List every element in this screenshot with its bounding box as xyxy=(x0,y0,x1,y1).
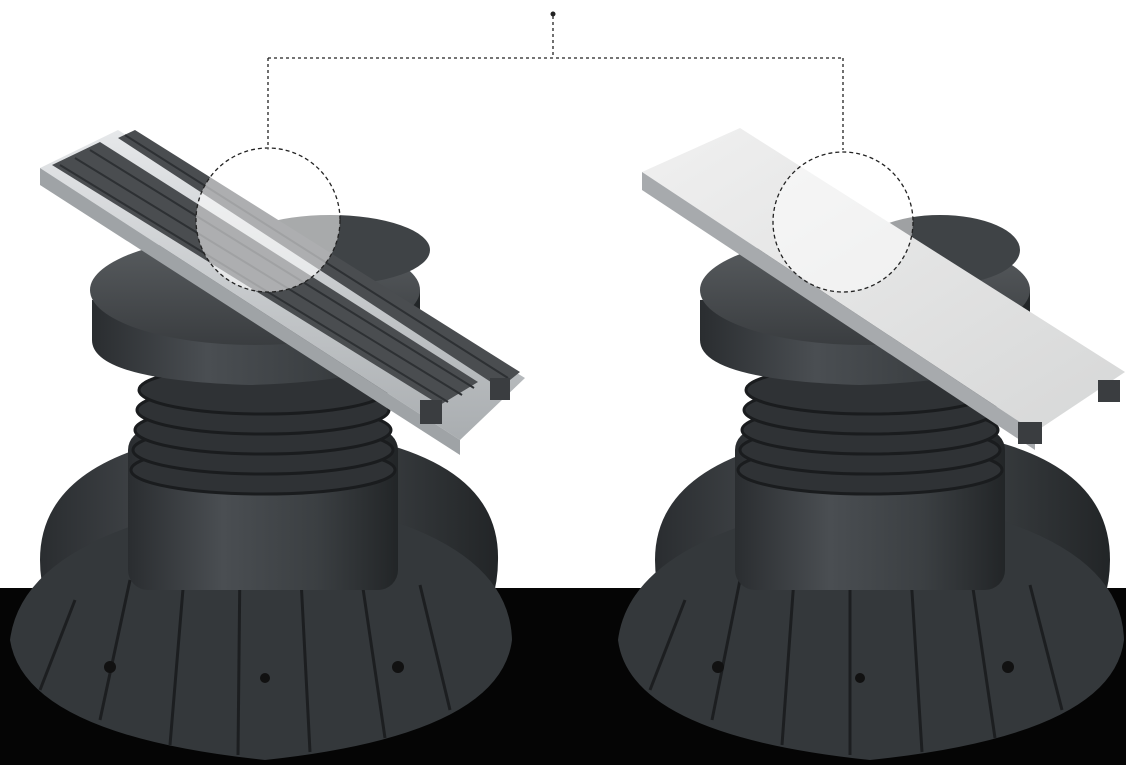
pedestal-right xyxy=(618,128,1125,760)
connector-line xyxy=(267,16,844,150)
pedestal-left xyxy=(10,130,525,760)
connector-dot xyxy=(550,11,556,17)
